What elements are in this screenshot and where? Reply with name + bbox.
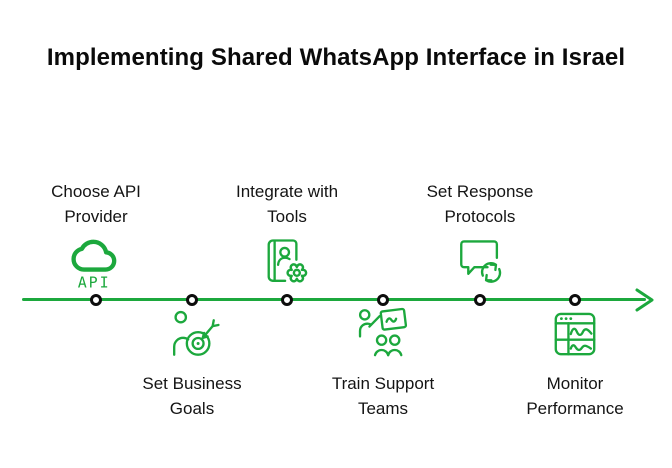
timeline-node: [377, 294, 389, 306]
step-set-response-protocols: Set Response Protocols: [390, 179, 570, 293]
step-label: Monitor Performance: [526, 374, 624, 418]
step-set-business-goals: Set Business Goals: [102, 305, 282, 421]
step-label: Set Response Protocols: [426, 182, 534, 226]
svg-text:API: API: [78, 273, 111, 291]
chat-sync-icon: [460, 240, 502, 283]
step-label: Integrate with Tools: [235, 182, 339, 226]
timeline-node: [474, 294, 486, 306]
book-person-gear-icon: [267, 239, 308, 283]
timeline-node: [90, 294, 102, 306]
page-title: Implementing Shared WhatsApp Interface i…: [46, 44, 626, 71]
right-arrow-icon: [635, 288, 654, 312]
timeline-node: [281, 294, 293, 306]
step-choose-api-provider: Choose API Provider API: [6, 179, 186, 293]
timeline-line: [22, 298, 646, 301]
person-target-icon: [173, 310, 220, 356]
timeline-node: [569, 294, 581, 306]
step-label: Train Support Teams: [331, 374, 435, 418]
timeline-node: [186, 294, 198, 306]
training-presentation-icon: [358, 307, 408, 357]
step-train-support-teams: Train Support Teams: [293, 305, 473, 421]
step-label: Set Business Goals: [142, 374, 242, 418]
step-monitor-performance: Monitor Performance: [485, 305, 665, 421]
cloud-api-icon: API: [71, 239, 117, 291]
step-label: Choose API Provider: [51, 182, 141, 226]
dashboard-monitor-icon: [554, 312, 596, 356]
step-integrate-with-tools: Integrate with Tools: [197, 179, 377, 293]
